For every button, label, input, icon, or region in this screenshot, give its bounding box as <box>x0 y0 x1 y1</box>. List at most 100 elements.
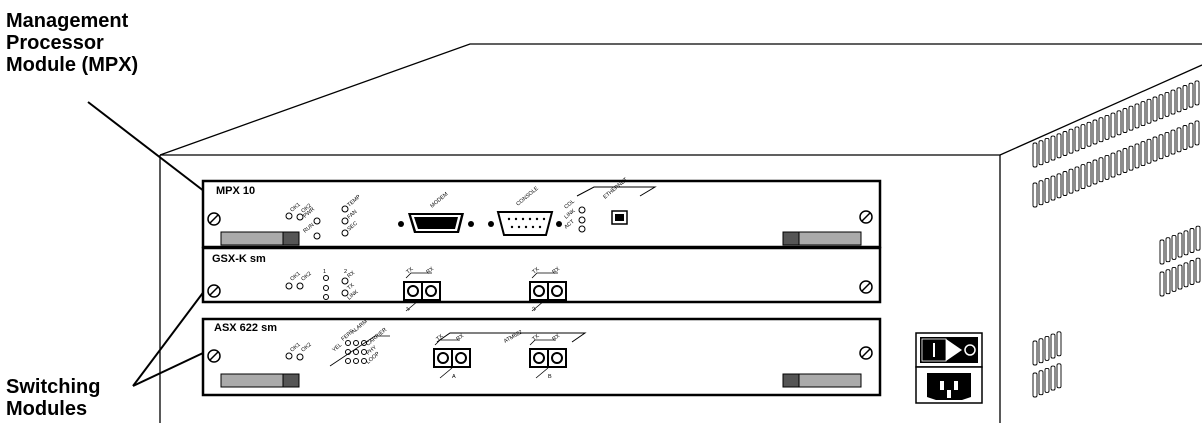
screw-icon[interactable] <box>859 346 873 360</box>
vent-slot <box>1044 335 1050 361</box>
vent-slot <box>1068 168 1074 194</box>
vent-slot <box>1044 177 1050 203</box>
port-label: 2 <box>531 306 537 313</box>
vent-slot <box>1164 131 1170 157</box>
vent-slot <box>1038 140 1044 166</box>
vent-slot <box>1170 129 1176 155</box>
screw-icon[interactable] <box>207 212 221 226</box>
fiber-port-1[interactable] <box>403 281 441 301</box>
led-label: 2 <box>344 269 347 275</box>
ejector-handle-left[interactable] <box>220 373 300 388</box>
vent-slot <box>1038 370 1044 396</box>
switching-callout-label: Switching Modules <box>6 376 100 420</box>
vent-slot <box>1152 96 1158 122</box>
vent-slot <box>1122 148 1128 173</box>
vent-slot <box>1182 125 1188 150</box>
vent-slot <box>1032 340 1038 366</box>
vent-slot <box>1183 230 1189 256</box>
ejector-handle-right[interactable] <box>782 373 862 388</box>
led-port2-a <box>341 277 349 285</box>
vent-slot <box>1158 134 1164 160</box>
fiber-port-2[interactable] <box>529 281 567 301</box>
led-ok2 <box>296 282 304 290</box>
led-label: OK1 <box>289 342 301 354</box>
screw-icon[interactable] <box>207 284 221 298</box>
vent-slot <box>1080 124 1086 150</box>
led-port1-c <box>323 294 329 300</box>
screw-icon[interactable] <box>207 349 221 363</box>
led-col <box>578 206 586 214</box>
modem-port[interactable] <box>398 213 474 233</box>
led-label: RX <box>346 270 356 280</box>
vent-slot <box>1032 372 1038 398</box>
vent-slot <box>1171 266 1177 292</box>
vent-slot <box>1056 133 1062 159</box>
screw-icon[interactable] <box>859 210 873 224</box>
vent-slot <box>1044 137 1050 163</box>
led-sec <box>341 229 349 237</box>
vent-slot <box>1098 117 1104 143</box>
vent-slot <box>1188 122 1194 148</box>
vent-slot <box>1164 91 1170 117</box>
led-run <box>313 232 321 240</box>
vent-slot <box>1176 127 1182 153</box>
led-label: OK2 <box>300 342 312 354</box>
led-label: YEL <box>331 342 343 353</box>
power-switch[interactable] <box>915 332 983 368</box>
vent-slot <box>1128 145 1134 171</box>
vent-slot <box>1128 105 1134 131</box>
port-label: B <box>548 374 552 380</box>
mpx-callout-line-2: Processor <box>6 32 104 54</box>
vent-slot <box>1177 232 1183 258</box>
vent-slot <box>1062 131 1068 156</box>
vent-slot <box>1092 159 1098 185</box>
vent-slot <box>1068 128 1074 154</box>
ejector-handle-right[interactable] <box>782 231 862 246</box>
led-label: 1 <box>323 269 326 275</box>
screw-icon[interactable] <box>859 280 873 294</box>
asx622-title: ASX 622 sm <box>214 322 277 334</box>
mpx10-title: MPX 10 <box>216 185 255 197</box>
vent-slot <box>1050 333 1056 359</box>
vent-slot <box>1158 94 1164 120</box>
led-label: OK1 <box>289 202 301 214</box>
switching-callout-line-1: Switching <box>6 376 101 398</box>
port-label: TX <box>531 333 540 342</box>
mpx-callout-line-3: Module (MPX) <box>6 54 139 76</box>
vent-slot <box>1116 150 1122 176</box>
console-port[interactable] <box>488 211 562 236</box>
led-port1-b <box>323 285 329 291</box>
vent-slot <box>1122 108 1128 133</box>
vent-slot <box>1098 157 1104 183</box>
vent-slot <box>1104 114 1110 140</box>
port-label: RX <box>455 333 465 343</box>
port-label: RX <box>551 266 561 276</box>
led-ok1 <box>285 282 293 290</box>
vent-slot <box>1074 166 1080 192</box>
vent-slot <box>1189 228 1195 253</box>
vent-slot <box>1182 85 1188 110</box>
vent-slot <box>1134 143 1140 169</box>
gsxk-title: GSX-K sm <box>212 253 266 265</box>
chassis-top-edge <box>159 43 1202 156</box>
led-label: OK1 <box>289 271 301 283</box>
ethernet-port[interactable] <box>611 210 628 225</box>
vent-slot <box>1134 103 1140 129</box>
vent-slot <box>1104 154 1110 180</box>
vent-slot <box>1086 161 1092 187</box>
vent-slot <box>1050 135 1056 161</box>
port-label: 1 <box>405 306 411 313</box>
asx622-module: ASX 622 sm OK1 OK2 YEL FER <box>201 317 882 397</box>
port-label: RX <box>425 266 435 276</box>
vent-slot <box>1074 126 1080 152</box>
port-label: TX <box>531 266 540 275</box>
vent-slot <box>1183 262 1189 288</box>
vent-slot <box>1050 365 1056 391</box>
ejector-handle-left[interactable] <box>220 231 300 246</box>
fiber-port-b[interactable] <box>529 348 567 368</box>
fiber-port-a[interactable] <box>433 348 471 368</box>
vent-slot <box>1032 142 1038 168</box>
vent-slot <box>1140 141 1146 167</box>
